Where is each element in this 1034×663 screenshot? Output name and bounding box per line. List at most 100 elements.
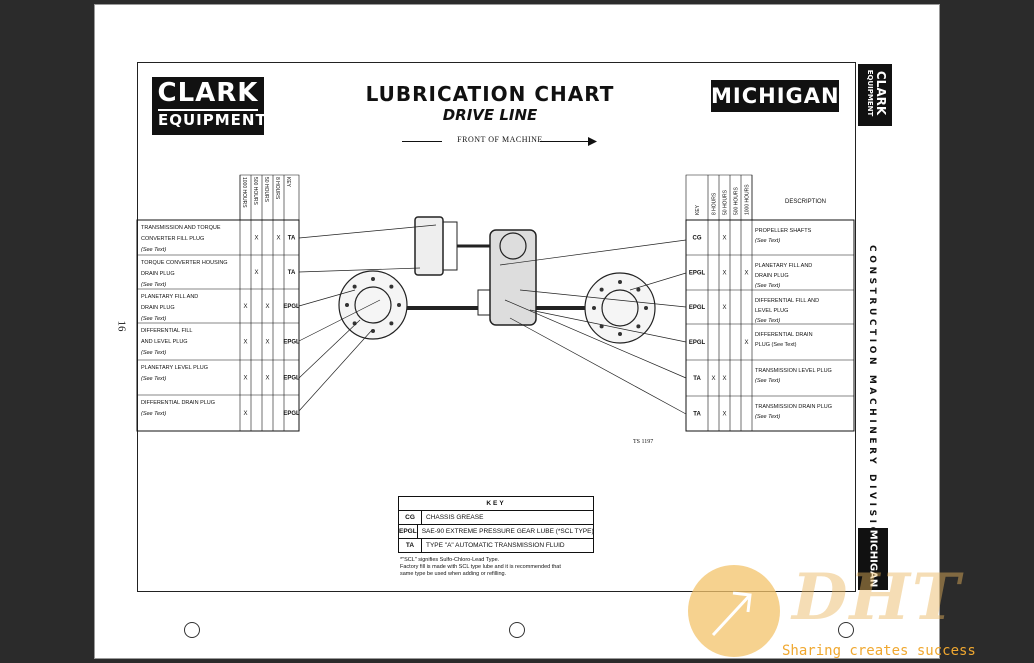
left-row-mark: EPGL: [283, 376, 300, 382]
leader-line-2: [298, 267, 421, 273]
hub-bolt: [644, 306, 648, 310]
right-row-desc: DRAIN PLUG: [755, 273, 789, 279]
front-arrow-head-icon: [588, 137, 597, 146]
left-col-header: 1000 HOURS: [241, 177, 247, 208]
drive-line-illustration: [298, 216, 687, 415]
watermark-tagline: Sharing creates success: [782, 643, 976, 659]
left-col-header: 500 HOURS: [252, 177, 258, 205]
hub-bolt: [636, 287, 641, 292]
leader-line-1: [298, 224, 437, 239]
right-row-mark: X: [722, 271, 726, 277]
front-of-machine-label: FRONT OF MACHINE: [457, 135, 543, 144]
left-row-desc: (See Text): [141, 411, 166, 417]
footnote-line3: same type be used when adding or refilli…: [400, 571, 507, 577]
watermark-logo-circle: [688, 565, 780, 657]
leader-line-10: [529, 309, 687, 343]
leader-line-4: [298, 299, 381, 342]
gearbox-cover: [499, 232, 527, 260]
right-hub-center: [601, 289, 639, 327]
right-col-header: 50 HOURS: [723, 189, 729, 215]
hub-bolt: [599, 324, 604, 329]
gearbox-side-plate: [477, 289, 491, 316]
left-row-desc: TRANSMISSION AND TORQUE: [141, 225, 221, 231]
leader-line-5: [298, 319, 361, 379]
leader-line-11: [504, 299, 687, 379]
right-row-desc: LEVEL PLUG: [755, 308, 788, 314]
left-row-desc: (See Text): [141, 350, 166, 356]
left-row-desc: (See Text): [141, 247, 166, 253]
left-row-desc: DRAIN PLUG: [141, 271, 175, 277]
right-row-desc: (See Text): [755, 318, 780, 324]
ts-number: TS 1197: [633, 439, 654, 445]
left-col-header: 50 HOURS: [263, 177, 269, 203]
transmission-flange: [442, 221, 458, 271]
hub-bolt: [618, 332, 622, 336]
left-row-mark: X: [265, 376, 269, 382]
hub-bolt: [352, 284, 357, 289]
left-col-header: KEY: [285, 177, 291, 188]
right-row-desc: (See Text): [755, 238, 780, 244]
leader-line-6: [298, 329, 373, 412]
hub-bolt: [345, 303, 349, 307]
page-subtitle: DRIVE LINE: [442, 106, 538, 124]
left-row-desc: (See Text): [141, 376, 166, 382]
left-row-desc: (See Text): [141, 316, 166, 322]
right-row-mark: X: [722, 376, 726, 382]
footnote-line1: *"SCL" signifies Sulfo-Chloro-Lead Type.: [400, 557, 500, 563]
leader-line-8: [629, 272, 687, 291]
hub-bolt: [389, 321, 394, 326]
left-row-desc: PLANETARY FILL AND: [141, 294, 198, 300]
right-col-header: 500 HOURS: [734, 187, 740, 215]
left-table-border: [136, 219, 300, 432]
leader-line-12: [509, 317, 687, 415]
watermark-arrow-icon: [711, 591, 752, 637]
right-row-desc: (See Text): [755, 378, 780, 384]
right-row-mark: EPGL: [689, 271, 706, 277]
hub-bolt: [371, 277, 375, 281]
right-col-header: 8 HOURS: [712, 192, 718, 215]
right-row-desc: PROPELLER SHAFTS: [755, 228, 812, 234]
right-row-mark: X: [722, 412, 726, 418]
key-code: TA: [399, 539, 422, 552]
left-row-mark: EPGL: [283, 304, 300, 310]
key-desc: TYPE "A" AUTOMATIC TRANSMISSION FLUID: [426, 542, 565, 549]
right-row-desc: (See Text): [755, 414, 780, 420]
right-row-desc: DIFFERENTIAL FILL AND: [755, 298, 819, 304]
right-row-mark: TA: [693, 412, 701, 418]
left-row-desc: DIFFERENTIAL DRAIN PLUG: [141, 400, 215, 406]
leader-line-7: [499, 239, 687, 266]
binder-hole-right: [838, 622, 854, 638]
hub-bolt: [599, 287, 604, 292]
hub-bolt: [389, 284, 394, 289]
left-row-desc: (See Text): [141, 282, 166, 288]
left-row-desc: TORQUE CONVERTER HOUSING: [141, 260, 228, 266]
right-row-mark: EPGL: [689, 340, 706, 346]
left-row-mark: X: [254, 270, 258, 276]
right-row-mark: X: [744, 271, 748, 277]
page-title: LUBRICATION CHART: [365, 82, 615, 106]
left-row-mark: X: [243, 376, 247, 382]
leader-line-9: [519, 289, 687, 308]
hub-bolt: [618, 280, 622, 284]
right-row-mark: X: [722, 236, 726, 242]
michigan-logo: MICHIGAN: [711, 80, 839, 112]
right-table-border: [685, 219, 855, 432]
hub-bolt: [592, 306, 596, 310]
key-table-title: KEY: [399, 497, 593, 511]
left-hub-center: [354, 286, 392, 324]
right-row-mark: X: [744, 340, 748, 346]
right-row-desc: (See Text): [755, 283, 780, 289]
left-row-mark: EPGL: [283, 340, 300, 346]
hub-bolt: [636, 324, 641, 329]
left-row-desc: DIFFERENTIAL FILL: [141, 328, 192, 334]
right-row-desc: PLANETARY FILL AND: [755, 263, 812, 269]
left-row-mark: EPGL: [283, 411, 300, 417]
front-arrow-line-left: [402, 141, 442, 142]
left-row-desc: PLANETARY LEVEL PLUG: [141, 365, 208, 371]
left-wheel-hub: [338, 270, 408, 340]
left-row-mark: TA: [288, 270, 296, 276]
